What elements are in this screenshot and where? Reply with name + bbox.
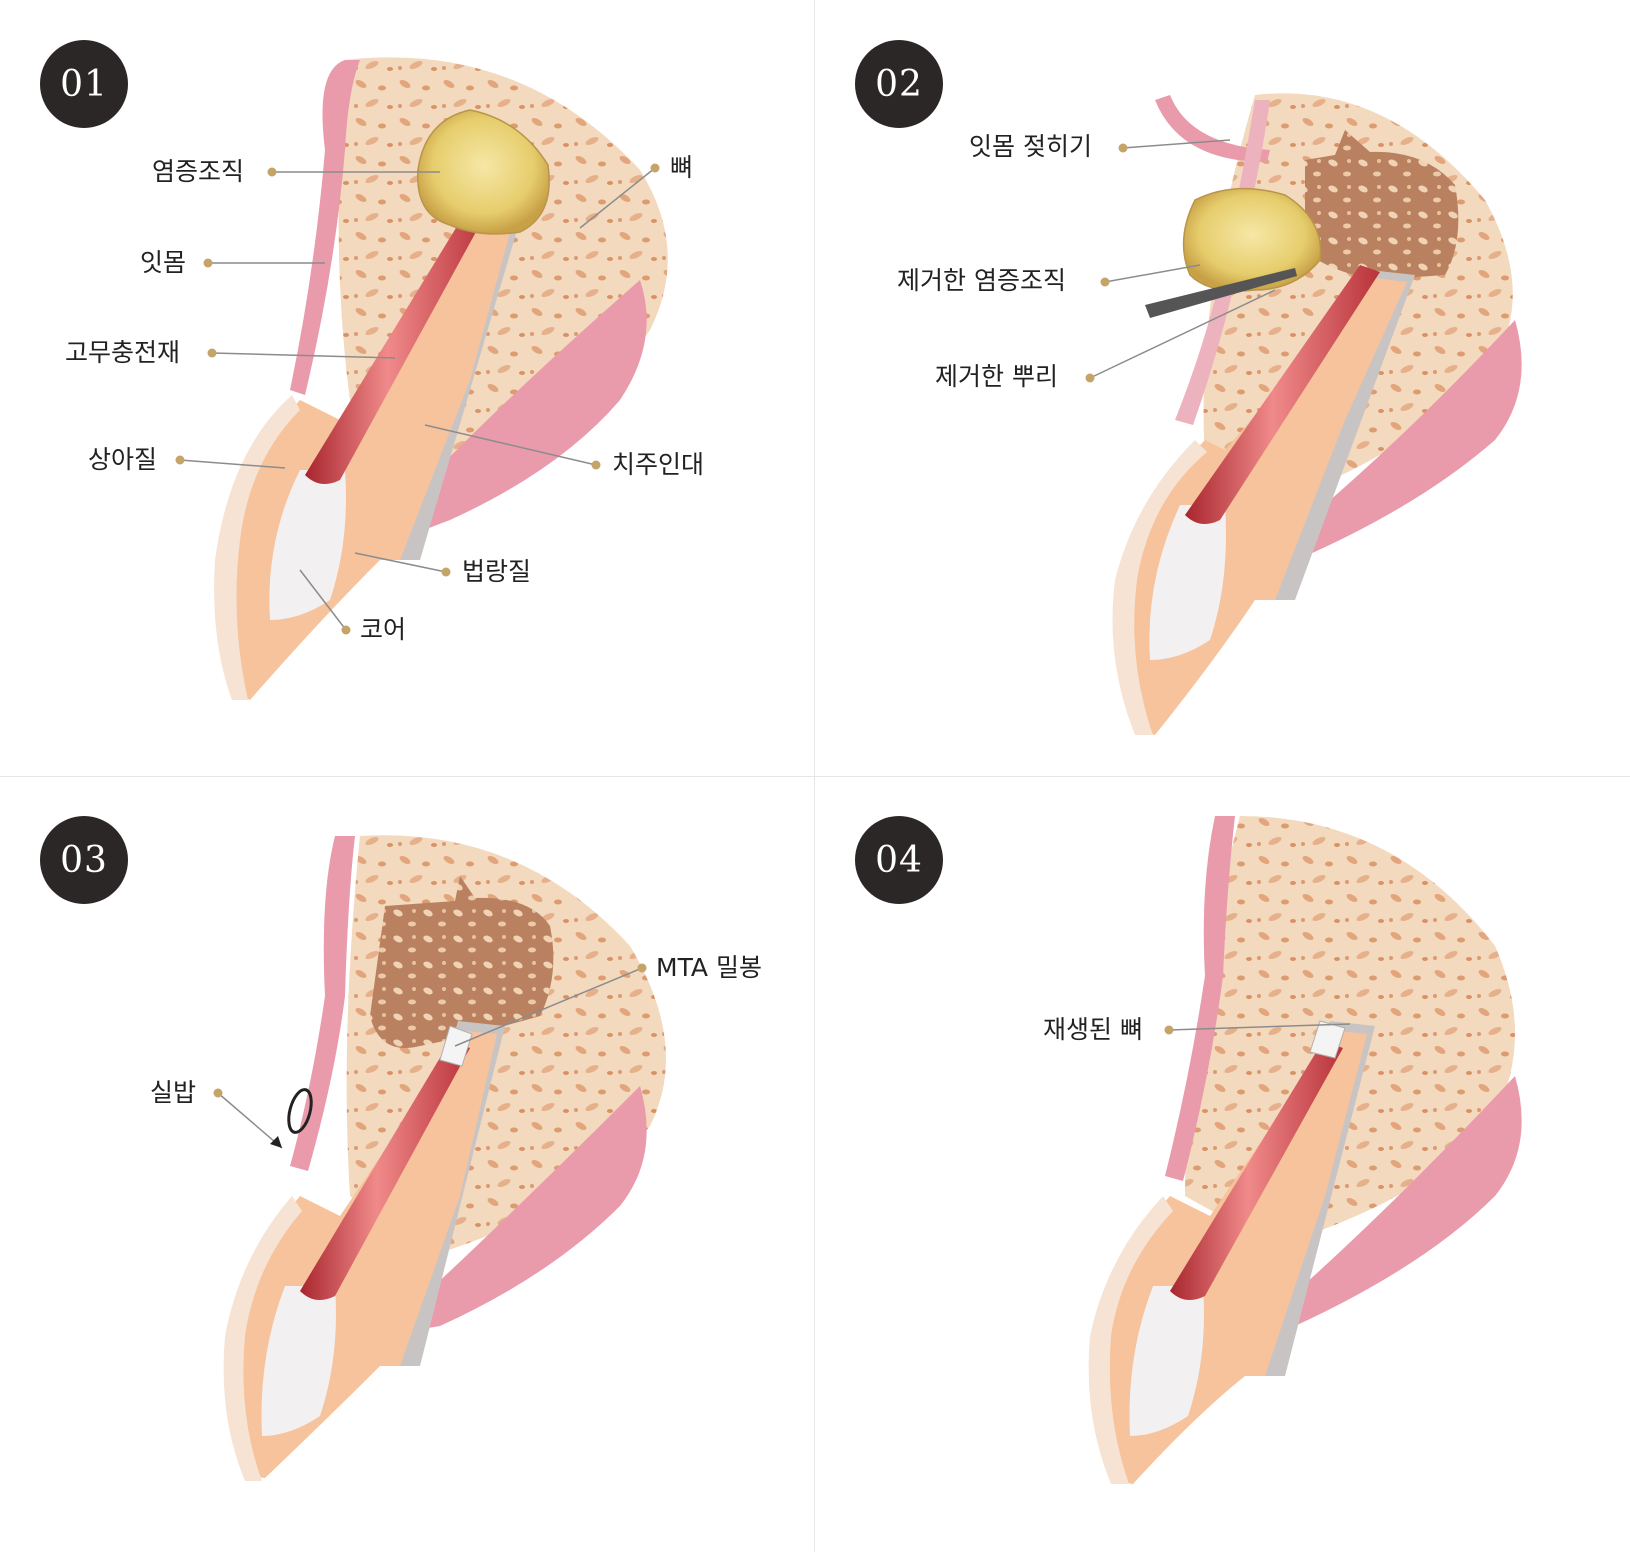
core-shape bbox=[269, 470, 346, 620]
core-shape bbox=[261, 1286, 336, 1436]
label-pdl: 치주인대 bbox=[612, 450, 705, 479]
step-number: 04 bbox=[875, 839, 923, 881]
enamel-shape bbox=[1112, 440, 1207, 735]
label-regenerated-bone: 재생된 뼈 bbox=[1043, 1015, 1143, 1044]
enamel-shape bbox=[1088, 1196, 1173, 1484]
label-inflamed-tissue: 염증조직 bbox=[152, 157, 245, 186]
step-number: 01 bbox=[60, 63, 108, 105]
panel-03: 03 MTA 밀봉 실밥 bbox=[0, 776, 815, 1552]
label-core: 코어 bbox=[360, 615, 407, 644]
inflamed-tissue-shape bbox=[417, 109, 550, 235]
gum-shape-left bbox=[1165, 816, 1235, 1181]
label-enamel: 법랑질 bbox=[462, 557, 532, 586]
panel-divider-horizontal bbox=[0, 776, 1630, 777]
core-shape bbox=[1129, 1286, 1204, 1436]
core-shape bbox=[1149, 505, 1226, 660]
instrument-shape bbox=[1145, 268, 1297, 318]
leader-lines-03 bbox=[213, 963, 647, 1149]
label-dentin: 상아질 bbox=[88, 445, 158, 474]
step-badge: 04 bbox=[855, 816, 943, 904]
enamel-shape bbox=[214, 395, 300, 700]
bone-cavity-shape bbox=[1305, 130, 1459, 280]
label-suture: 실밥 bbox=[150, 1078, 197, 1107]
tooth-diagram-02 bbox=[1112, 93, 1522, 735]
label-bone: 뼈 bbox=[670, 153, 694, 182]
gutta-percha-shape bbox=[1185, 265, 1380, 524]
panel-02: 02 잇몸 젖히기 제거한 염증조직 제거한 뿌리 bbox=[815, 0, 1630, 776]
gutta-percha-shape bbox=[305, 205, 488, 484]
leader-lines-01 bbox=[175, 163, 660, 635]
gum-shape-left bbox=[290, 60, 360, 395]
step-badge: 03 bbox=[40, 816, 128, 904]
label-mta-seal: MTA 밀봉 bbox=[656, 953, 762, 982]
label-removed-root: 제거한 뿌리 bbox=[935, 362, 1058, 391]
mta-plug-shape bbox=[1309, 1020, 1346, 1059]
gutta-percha-shape bbox=[300, 1041, 470, 1300]
suture-shape bbox=[287, 1088, 313, 1134]
gum-shape-right bbox=[380, 280, 647, 545]
enamel-shape bbox=[223, 1196, 302, 1481]
gum-shape-left bbox=[1175, 100, 1270, 425]
gum-shape-left bbox=[290, 836, 355, 1171]
label-gum: 잇몸 bbox=[140, 248, 187, 277]
leader-lines-02 bbox=[1085, 139, 1276, 383]
label-removed-tissue: 제거한 염증조직 bbox=[897, 266, 1066, 295]
step-badge: 01 bbox=[40, 40, 128, 128]
panel-01: 01 염증조직 뼈 잇몸 고무충전재 상아질 치주인대 법랑질 코어 bbox=[0, 0, 815, 776]
label-flap: 잇몸 젖히기 bbox=[969, 132, 1092, 161]
label-gutta-percha: 고무충전재 bbox=[65, 338, 181, 367]
step-number: 03 bbox=[60, 839, 108, 881]
gum-shape-right bbox=[1245, 320, 1522, 570]
leader-lines-04 bbox=[1164, 1023, 1351, 1035]
gum-shape-right bbox=[380, 1086, 647, 1336]
panel-04: 04 재생된 뼈 bbox=[815, 776, 1630, 1552]
gum-shape-right bbox=[1245, 1076, 1522, 1336]
removed-tissue-shape bbox=[1182, 187, 1322, 292]
tooth-diagram-03 bbox=[223, 835, 666, 1481]
bone-cavity-shape bbox=[370, 876, 554, 1048]
tooth-diagram-04 bbox=[1088, 816, 1522, 1484]
step-number: 02 bbox=[875, 63, 923, 105]
step-badge: 02 bbox=[855, 40, 943, 128]
tooth-diagram-01 bbox=[214, 57, 668, 700]
gutta-percha-shape bbox=[1170, 1041, 1343, 1300]
